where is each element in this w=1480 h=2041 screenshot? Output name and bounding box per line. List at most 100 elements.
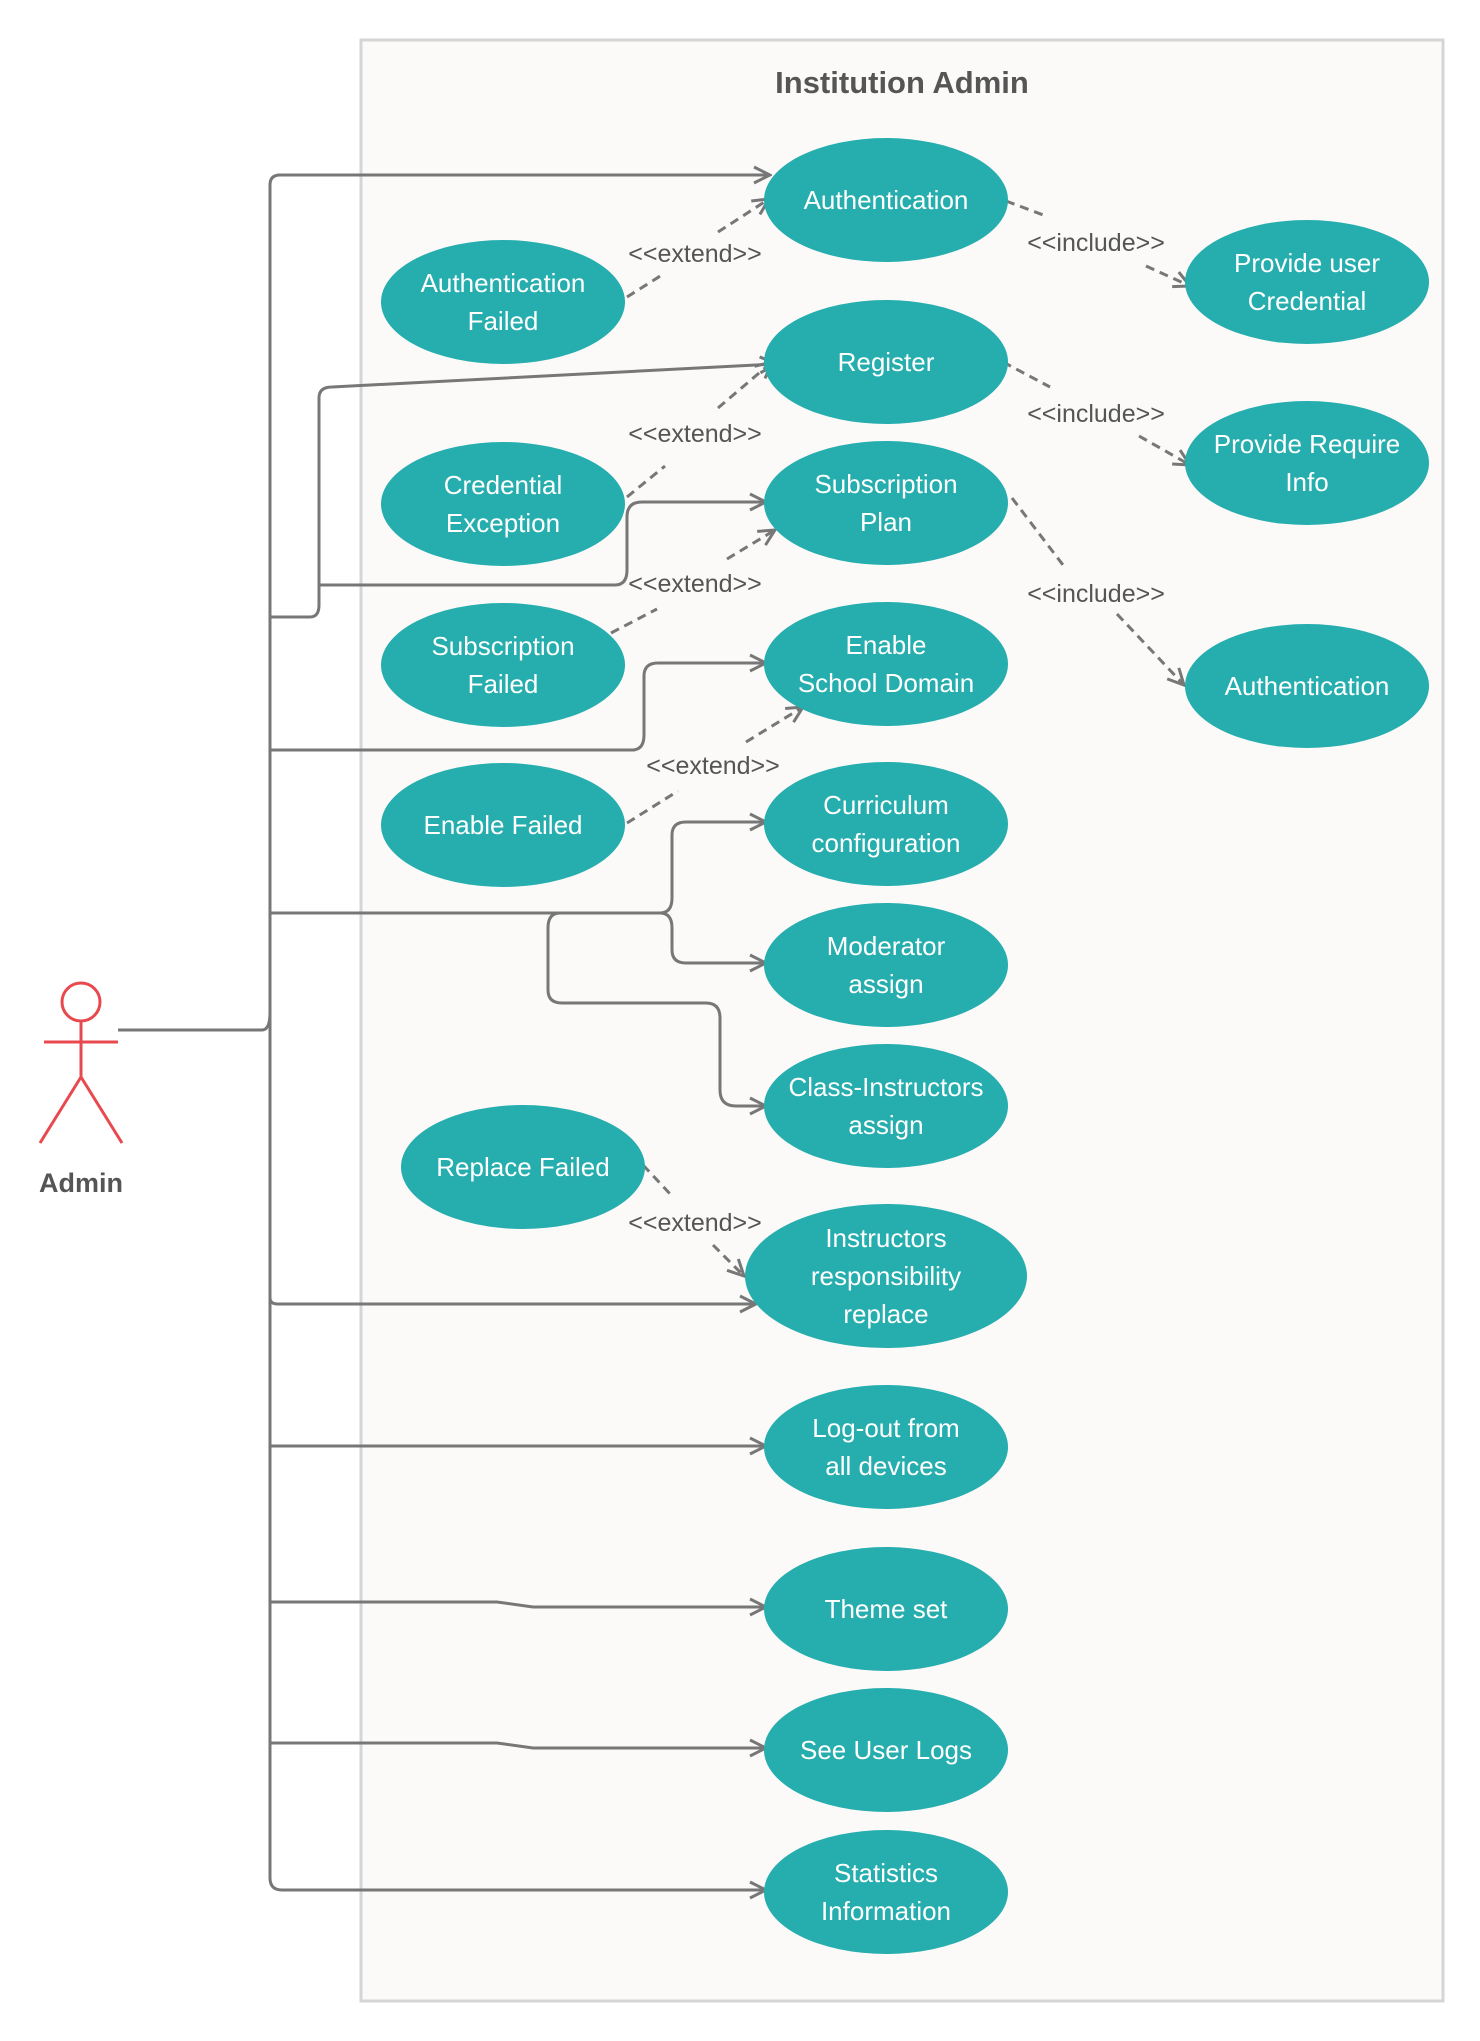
use-case-label: assign [848,969,923,999]
admin-actor[interactable] [38,981,124,1144]
use-case-ellipse [1185,401,1429,525]
extend-subscription-line [610,607,658,635]
use-case-label: Register [838,347,935,377]
use-case-label: Subscription [814,469,957,499]
include-auth-line-2 [1145,264,1190,286]
include-register-line-2 [1138,434,1190,465]
extend-label-enable: <<extend>> [646,752,779,780]
use-case-authentication[interactable]: Authentication [764,138,1008,262]
use-cases: AuthenticationRegisterSubscriptionPlanEn… [381,138,1429,1954]
use-case-label: Info [1285,467,1328,497]
use-case-label: Credential [444,470,563,500]
use-case-ellipse [764,138,1008,262]
extend-subscription-line-2 [726,530,775,561]
relation-lines [610,199,1190,1276]
extend-label-replace: <<extend>> [628,1209,761,1237]
use-case-enable-failed[interactable]: Enable Failed [381,763,625,887]
assoc-theme [268,1446,766,1607]
use-case-label: Failed [468,669,539,699]
use-case-ellipse [764,441,1008,565]
assoc-enable-domain [270,663,766,752]
include-label-register: <<include>> [1027,400,1165,428]
use-case-label: Authentication [421,268,586,298]
include-label-auth: <<include>> [1027,229,1165,257]
use-case-label: School Domain [798,668,974,698]
use-case-ellipse [1185,624,1429,748]
use-case-ellipse [764,1688,1008,1812]
extend-replace-line-2 [711,1243,744,1276]
use-case-ellipse [764,762,1008,886]
use-case-authentication-included[interactable]: Authentication [1185,624,1429,748]
actor-head [60,981,102,1023]
use-case-theme-set[interactable]: Theme set [764,1547,1008,1671]
use-case-label: Theme set [825,1594,949,1624]
extend-credential-line [626,464,666,499]
use-case-ellipse [381,603,625,727]
use-case-ellipse [401,1105,645,1229]
extend-credential-line-2 [717,362,772,410]
actor-label: Admin [39,1168,123,1198]
use-case-label: Enable Failed [424,810,583,840]
actor-left-leg [38,1076,83,1144]
actor-right-leg [79,1076,124,1144]
use-case-label: Curriculum [823,790,949,820]
assoc-user-logs [268,1602,766,1748]
include-auth-line [1005,199,1047,218]
use-case-ellipse [1185,220,1429,344]
use-case-ellipse [381,442,625,566]
use-case-label: See User Logs [800,1735,972,1765]
use-case-curriculum-configuration[interactable]: Curriculum configuration [764,762,1008,886]
extend-replace-line [641,1163,674,1198]
include-subscription-line-2 [1115,612,1184,685]
assoc-subscription-plan [319,502,766,587]
use-case-label: Information [821,1896,951,1926]
use-case-instructors-responsibility-replace[interactable]: Instructors responsibility replace [745,1204,1027,1348]
use-case-ellipse [381,763,625,887]
use-case-ellipse [764,903,1008,1027]
include-register-line [1002,360,1051,389]
use-case-label: Replace Failed [436,1152,609,1182]
use-case-label: Provide Require [1214,429,1400,459]
use-case-ellipse [764,602,1008,726]
use-case-label: Provide user [1234,248,1380,278]
use-case-register[interactable]: Register [764,300,1008,424]
use-case-logout-all-devices[interactable]: Log-out from all devices [764,1385,1008,1509]
use-case-label: Instructors [825,1223,946,1253]
use-case-label: Log-out from [812,1413,959,1443]
use-case-see-user-logs[interactable]: See User Logs [764,1688,1008,1812]
use-case-label: replace [843,1299,928,1329]
use-case-label: Statistics [834,1858,938,1888]
extend-label-credential: <<extend>> [628,420,761,448]
include-label-subscription: <<include>> [1027,580,1165,608]
use-case-ellipse [764,1547,1008,1671]
use-case-label: all devices [825,1451,946,1481]
extend-label-auth: <<extend>> [628,240,761,268]
assoc-moderator [659,911,766,963]
extend-enable-line-2 [745,707,803,744]
use-case-replace-failed[interactable]: Replace Failed [401,1105,645,1229]
use-case-ellipse [381,240,625,364]
use-case-label: Failed [468,306,539,336]
extend-auth-line-2 [717,199,769,234]
use-case-label: Enable [846,630,927,660]
use-case-label: Authentication [804,185,969,215]
use-case-label: Class-Instructors [788,1072,983,1102]
extend-label-subscription: <<extend>> [628,570,761,598]
use-case-label: configuration [812,828,961,858]
assoc-class-instructors [546,911,766,1106]
use-case-ellipse [764,300,1008,424]
assoc-register [270,364,776,619]
use-case-ellipse [745,1204,1027,1348]
use-case-label: Credential [1248,286,1367,316]
use-case-label: responsibility [811,1261,961,1291]
